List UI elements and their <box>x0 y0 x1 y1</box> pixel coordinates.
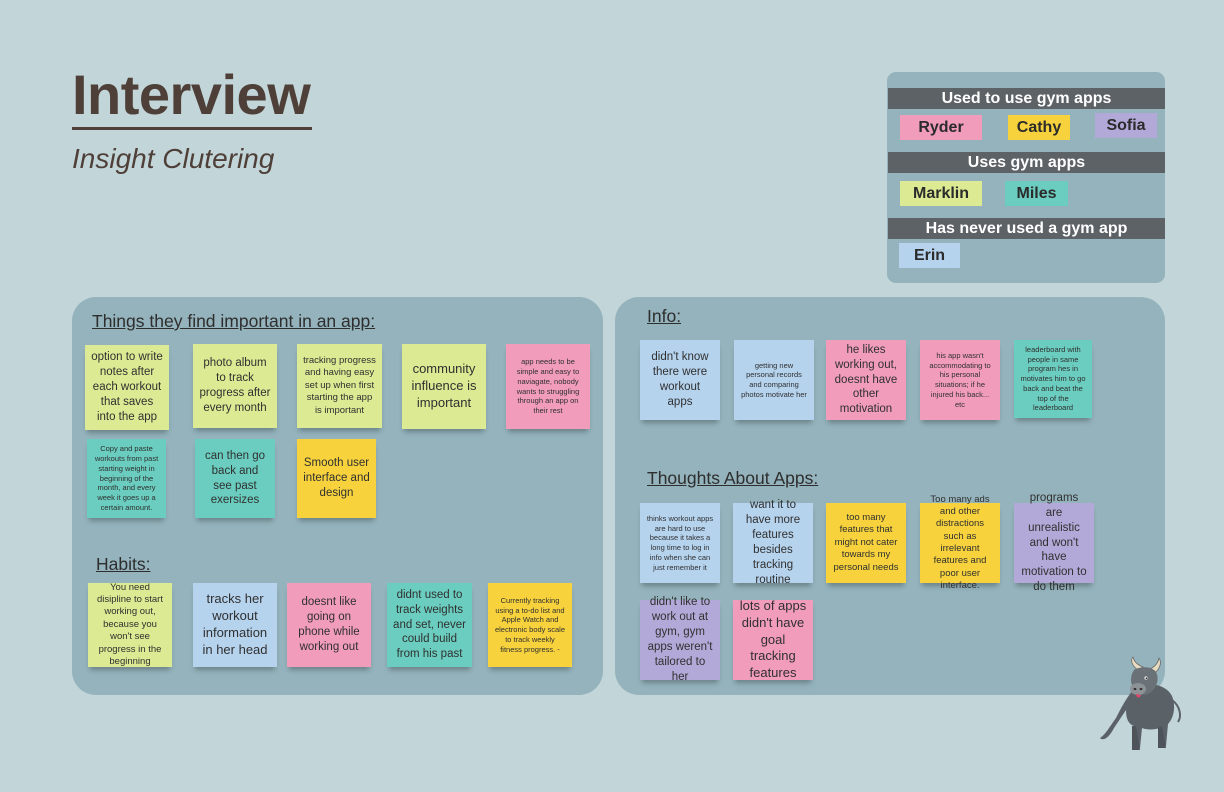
sticky-note-thought: Too many ads and other distractions such… <box>920 494 1000 591</box>
sticky-note-thought: lots of apps didn't have goal tracking f… <box>733 598 813 680</box>
sticky-note-important: option to write notes after each workout… <box>85 345 169 430</box>
sticky-note-habit: You need disipline to start working out,… <box>88 582 172 667</box>
participant-chip-miles: Miles <box>1005 181 1068 206</box>
sticky-note-important: Smooth user interface and design <box>297 439 376 518</box>
sticky-note-thought: want it to have more features besides tr… <box>733 499 813 586</box>
sticky-note-info: didn't know there were workout apps <box>640 340 720 420</box>
section-title-habits: Habits: <box>96 554 151 574</box>
participant-chip-cathy: Cathy <box>1008 115 1070 140</box>
sticky-note-important: Copy and paste workouts from past starti… <box>87 439 166 518</box>
title-underline <box>72 127 312 130</box>
section-title-important: Things they find important in an app: <box>92 311 376 331</box>
sticky-note-thought: thinks workout apps are hard to use beca… <box>640 503 720 583</box>
page-subtitle: Insight Clutering <box>72 143 275 174</box>
sticky-note-important: community influence is important <box>402 344 486 429</box>
sticky-note-habit: didnt used to track weights and set, nev… <box>387 583 472 667</box>
bull-mascot-icon <box>1100 656 1181 750</box>
sticky-note-info: leaderboard with people in same program … <box>1014 340 1092 418</box>
sticky-note-info: he likes working out, doesnt have other … <box>826 340 906 420</box>
participant-chip-sofia: Sofia <box>1095 113 1157 138</box>
page-title: Interview <box>72 63 311 126</box>
participant-chip-ryder: Ryder <box>900 115 982 140</box>
legend-group-header-uses: Uses gym apps <box>888 152 1165 173</box>
sticky-note-thought: programs are unrealistic and won't have … <box>1014 492 1094 593</box>
section-title-info: Info: <box>647 306 682 326</box>
participant-legend: Used to use gym apps Ryder Cathy Sofia U… <box>887 72 1165 283</box>
section-title-thoughts: Thoughts About Apps: <box>647 468 819 488</box>
sticky-note-important: photo album to track progress after ever… <box>193 344 277 428</box>
participant-chip-marklin: Marklin <box>900 181 982 206</box>
legend-group-header-never-used: Has never used a gym app <box>888 218 1165 239</box>
participant-chip-erin: Erin <box>899 243 960 268</box>
sticky-note-important: tracking progress and having easy set up… <box>297 344 382 428</box>
sticky-note-habit: doesnt like going on phone while working… <box>287 583 371 667</box>
sticky-note-habit: tracks her workout information in her he… <box>193 583 277 667</box>
sticky-note-info: getting new personal records and compari… <box>734 340 814 420</box>
sticky-note-thought: didn't like to work out at gym, gym apps… <box>640 596 720 683</box>
sticky-note-thought: too many features that might not cater t… <box>826 503 906 583</box>
sticky-note-important: app needs to be simple and easy to navia… <box>506 344 590 429</box>
sticky-note-habit: Currently tracking using a to-do list an… <box>488 583 572 667</box>
legend-group-header-used-to-use: Used to use gym apps <box>888 88 1165 109</box>
sticky-note-info: his app wasn't accommodating to his pers… <box>920 340 1000 420</box>
sticky-note-important: can then go back and see past exersizes <box>195 439 275 518</box>
